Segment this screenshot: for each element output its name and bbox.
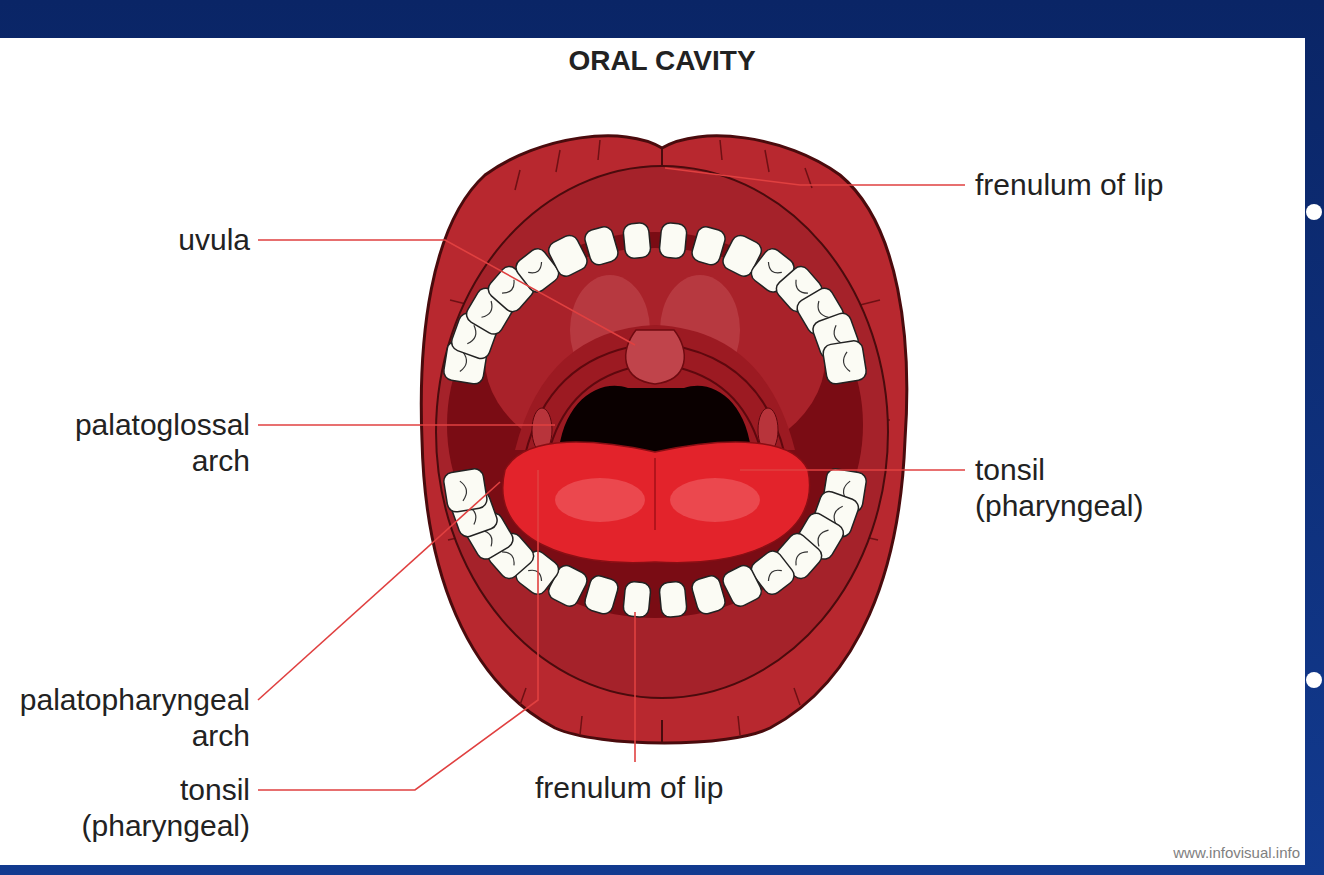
molar-cusp xyxy=(481,301,495,320)
leader-lines xyxy=(258,168,965,790)
molar-cusp xyxy=(842,352,850,372)
molar-cusp xyxy=(815,528,829,547)
molar-cusp xyxy=(765,567,781,581)
tooth xyxy=(583,225,620,267)
part-label: frenulum of lip xyxy=(975,167,1255,203)
tooth xyxy=(659,581,688,618)
part-label: palatopharyngeal arch xyxy=(10,682,250,754)
molar-cusp xyxy=(502,549,518,566)
lip-crease xyxy=(556,150,560,172)
molar-cusp xyxy=(815,301,829,320)
lip-frenulum xyxy=(661,720,663,743)
tooth-crown xyxy=(659,581,688,618)
leader-line xyxy=(665,168,965,185)
tooth-crown xyxy=(583,225,620,267)
tooth-crown xyxy=(546,232,591,279)
molar-cusp xyxy=(528,567,544,581)
bullet-dot xyxy=(1306,672,1322,688)
leader-line xyxy=(258,470,538,790)
molar-cusp xyxy=(765,262,781,276)
lip-crease xyxy=(515,170,520,190)
lip-crease xyxy=(598,140,600,160)
leader-line xyxy=(258,424,555,426)
part-label: frenulum of lip xyxy=(535,770,795,806)
watermark: www.infovisual.info xyxy=(1100,843,1300,863)
molar-cusp xyxy=(502,280,518,297)
uvula-shape xyxy=(626,330,685,384)
diagram-title: ORAL CAVITY xyxy=(462,44,862,78)
part-label: tonsil (pharyngeal) xyxy=(975,452,1175,524)
molar-cusp xyxy=(528,262,544,276)
tooth-crown xyxy=(720,562,765,609)
lip-crease xyxy=(860,300,880,305)
tongue-highlight xyxy=(555,478,645,522)
tooth xyxy=(623,222,652,259)
tooth xyxy=(546,232,591,279)
molar-cusp xyxy=(792,280,808,297)
tooth xyxy=(720,562,765,609)
white-panel xyxy=(0,38,1305,865)
tooth-crown xyxy=(623,222,652,259)
molar-cusp xyxy=(792,549,808,566)
tooth-crown xyxy=(443,468,489,514)
tooth-crown xyxy=(690,225,727,267)
lips-outer xyxy=(421,136,906,743)
leader-line xyxy=(258,240,635,345)
molar-cusp xyxy=(460,480,468,500)
tooth xyxy=(443,468,489,514)
tooth xyxy=(690,574,727,616)
tooth xyxy=(659,222,688,259)
leader-line xyxy=(740,469,965,471)
tongue-highlight xyxy=(670,478,760,522)
tongue xyxy=(503,442,810,563)
tongue-groove xyxy=(654,458,656,530)
tooth xyxy=(822,340,868,386)
part-label: tonsil (pharyngeal) xyxy=(50,772,250,844)
part-label: palatoglossal arch xyxy=(50,407,250,479)
molar-cusp xyxy=(467,325,478,345)
tooth-crown xyxy=(822,340,868,386)
leader-line xyxy=(258,482,500,700)
leader-line xyxy=(634,612,636,762)
lip-crease xyxy=(580,716,582,735)
bullet-dot xyxy=(1306,204,1322,220)
tooth-crown xyxy=(690,574,727,616)
lip-crease xyxy=(738,716,740,735)
mucosa xyxy=(436,166,888,698)
tooth xyxy=(623,581,652,618)
lip-crease xyxy=(794,688,800,705)
tooth xyxy=(690,225,727,267)
tooth-crown xyxy=(623,581,652,618)
lip-crease xyxy=(520,688,526,705)
tooth-crown xyxy=(583,574,620,616)
molar-cusp xyxy=(460,352,468,372)
lip-crease xyxy=(720,140,722,160)
tooth xyxy=(583,574,620,616)
tooth-crown xyxy=(659,222,688,259)
part-label: uvula xyxy=(100,222,250,258)
lip-crease xyxy=(765,150,769,172)
mouth-illustration xyxy=(421,136,906,743)
